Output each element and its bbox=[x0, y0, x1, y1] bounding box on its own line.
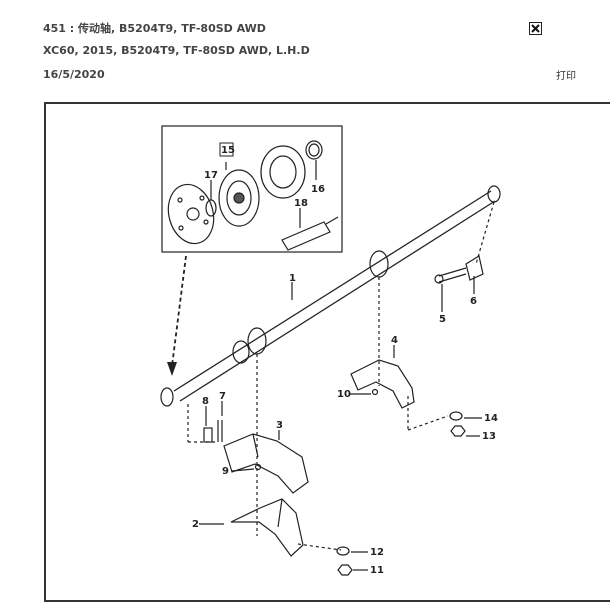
part-label-17: 17 bbox=[204, 170, 218, 181]
support-bracket-4 bbox=[350, 359, 415, 409]
part-label-15: 15 bbox=[221, 145, 235, 156]
shaft-front-end bbox=[160, 387, 174, 407]
flange-part bbox=[167, 183, 215, 245]
part-label-5: 5 bbox=[439, 314, 446, 325]
support-bracket-2 bbox=[230, 498, 304, 557]
part-label-6: 6 bbox=[470, 296, 477, 307]
part-label-1: 1 bbox=[289, 273, 296, 284]
part-label-10: 10 bbox=[337, 389, 351, 400]
part-label-13: 13 bbox=[482, 431, 496, 442]
part-label-4: 4 bbox=[391, 335, 398, 346]
shaft-rear-end bbox=[487, 185, 501, 203]
part-label-16: 16 bbox=[311, 184, 325, 195]
universal-joint-part bbox=[218, 169, 260, 227]
part-label-12: 12 bbox=[370, 547, 384, 558]
vehicle-subtitle: XC60, 2015, B5204T9, TF-80SD AWD, L.H.D bbox=[43, 44, 310, 57]
grease-tube-part bbox=[281, 221, 331, 251]
parts-diagram: 1 2 3 4 5 6 7 8 9 10 11 12 13 14 15 16 1… bbox=[44, 102, 610, 602]
date-label: 16/5/2020 bbox=[43, 68, 105, 81]
close-button[interactable] bbox=[529, 22, 542, 35]
close-x-icon bbox=[530, 23, 541, 34]
part-label-14: 14 bbox=[484, 413, 498, 424]
detail-inset-box bbox=[161, 125, 343, 253]
part-label-8: 8 bbox=[202, 396, 209, 407]
part-label-2: 2 bbox=[192, 519, 199, 530]
part-label-18: 18 bbox=[294, 198, 308, 209]
part-label-7: 7 bbox=[219, 391, 226, 402]
support-bracket-3 bbox=[223, 433, 309, 494]
page-title: 451 : 传动轴, B5204T9, TF-80SD AWD bbox=[43, 22, 266, 35]
part-label-3: 3 bbox=[276, 420, 283, 431]
part-label-9: 9 bbox=[222, 466, 229, 477]
driveshaft-exploded-view: 1 2 3 4 5 6 7 8 9 10 11 12 13 14 15 16 1… bbox=[160, 125, 501, 576]
print-link[interactable]: 打印 bbox=[556, 71, 576, 82]
part-label-11: 11 bbox=[370, 565, 384, 576]
